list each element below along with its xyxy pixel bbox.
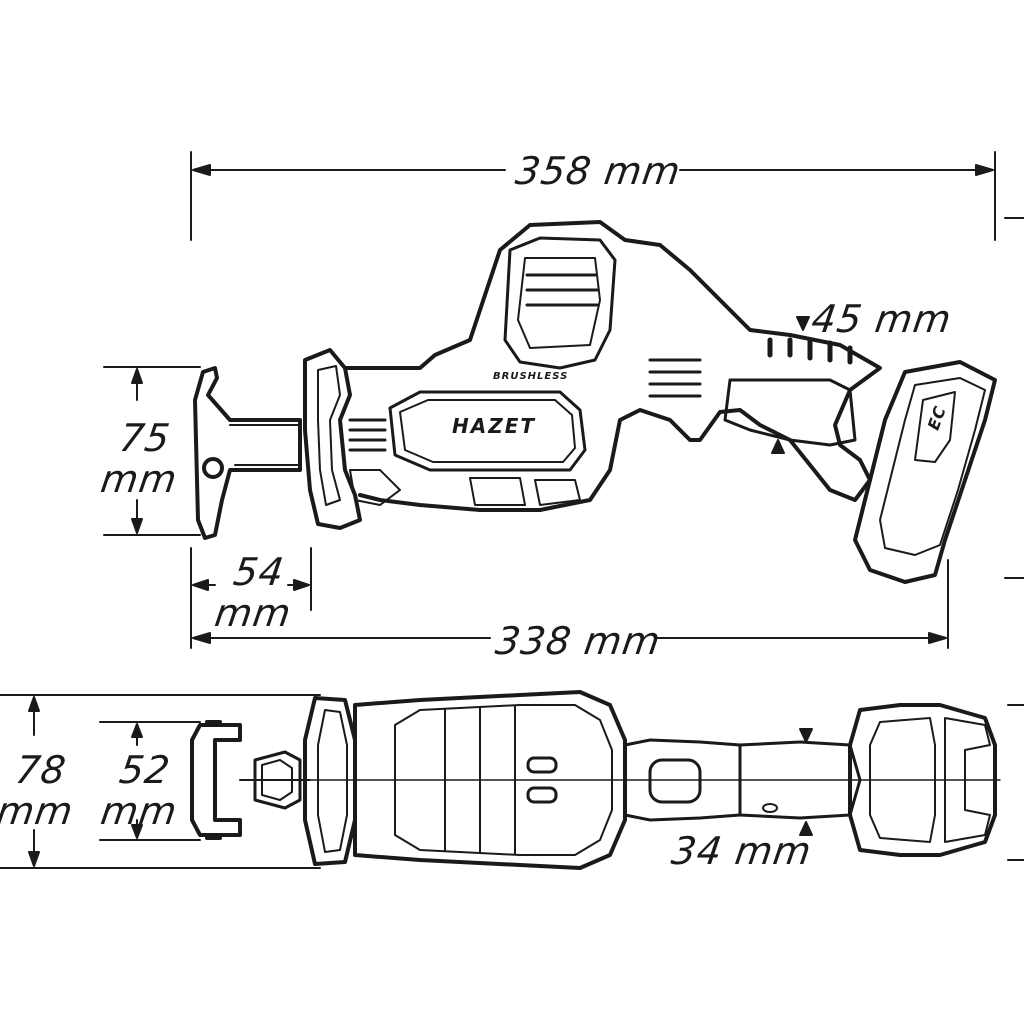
shoe-height-inner-unit: mm: [98, 789, 181, 834]
shoe-height-inner-value: 52: [116, 748, 174, 792]
overall-length-label: 358 mm: [512, 149, 684, 193]
dimension-lines: [0, 151, 1024, 869]
saw-top-view: [190, 690, 1001, 870]
shoe-height-total-value: 78: [12, 748, 70, 792]
shoe-height-total-unit: mm: [0, 789, 77, 834]
shoe-height-inner-label: 52 mm: [98, 748, 186, 834]
body-length-label: 338 mm: [492, 619, 664, 663]
grip-height-label: 45 mm: [808, 297, 955, 341]
blade-holder-height-value: 75: [116, 416, 174, 460]
saw-side-view: [193, 220, 997, 584]
blade-holder-height-label: 75 mm: [98, 416, 186, 502]
shoe-height-total-label: 78 mm: [0, 748, 82, 834]
blade-offset-label: 54 mm: [212, 550, 300, 636]
blade-holder-height-unit: mm: [98, 457, 181, 502]
brand-logo: HAZET: [452, 414, 537, 438]
blade-offset-value: 54: [230, 550, 288, 594]
grip-width-label: 34 mm: [668, 829, 815, 873]
brushless-label: BRUSHLESS: [493, 371, 569, 382]
blade-offset-unit: mm: [212, 591, 295, 636]
